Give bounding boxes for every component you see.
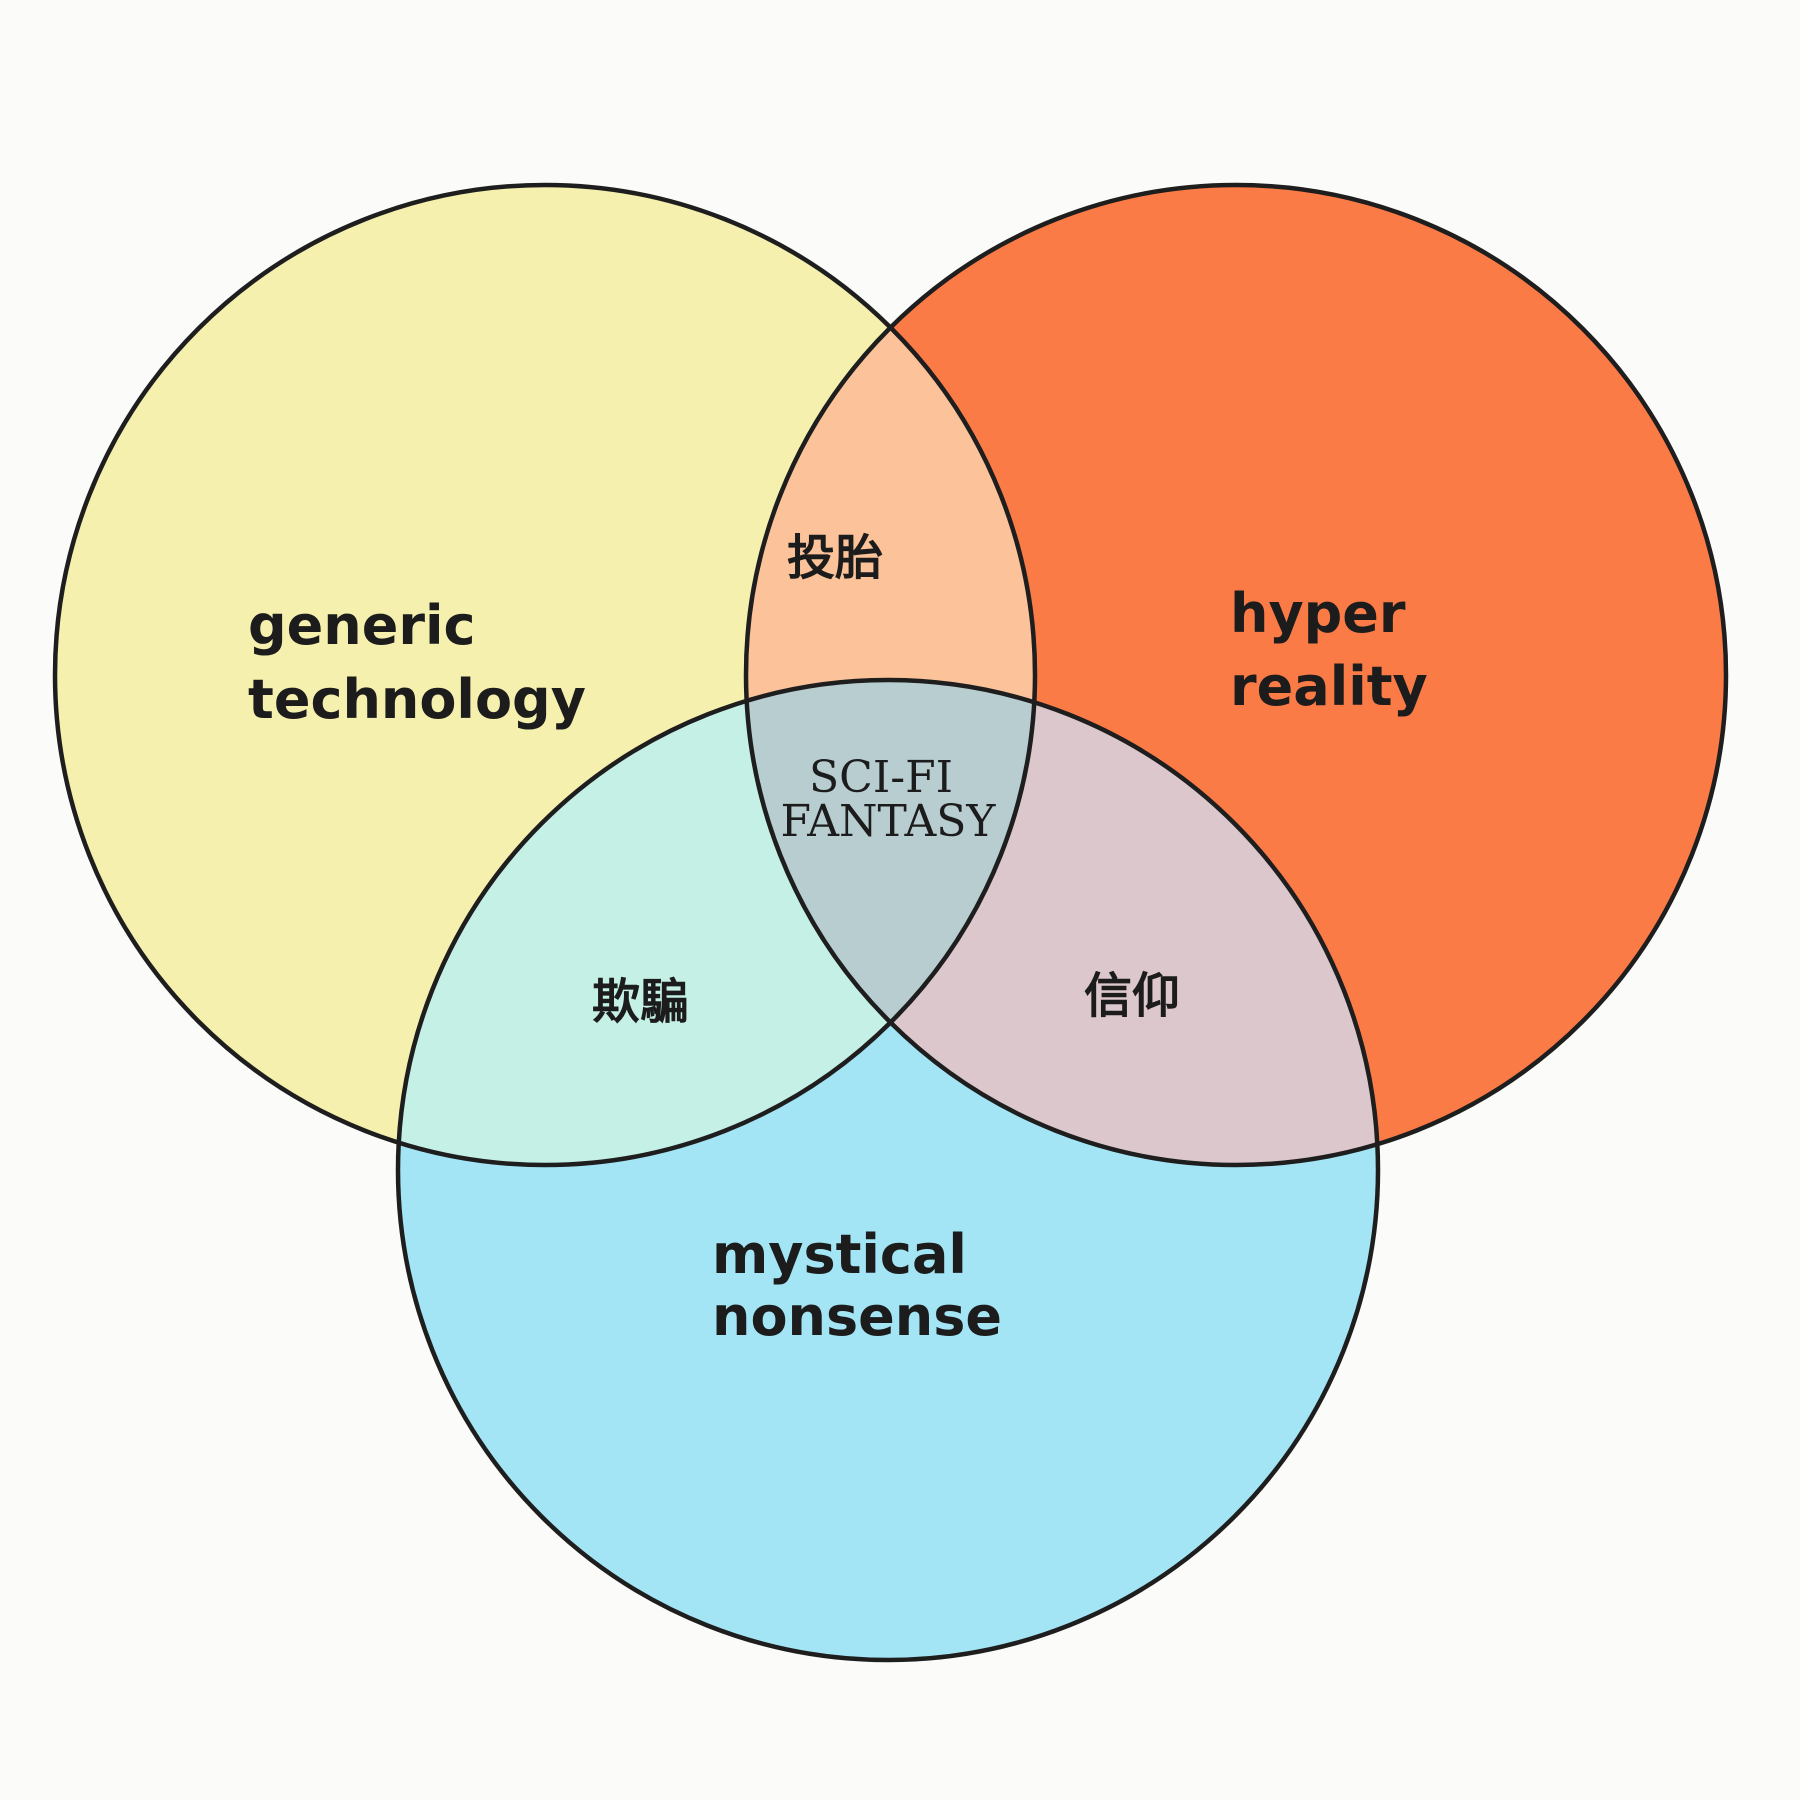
label-overlap-ab: 投胎	[787, 530, 883, 586]
label-mystical-nonsense: mystical nonsense	[712, 1223, 1002, 1348]
label-overlap-bc: 信仰	[1084, 968, 1180, 1024]
label-generic-technology: generic technology	[248, 594, 586, 731]
circle-outline-hyper-reality	[743, 182, 1729, 1168]
circle-outline-mystical-nonsense	[395, 677, 1381, 1663]
label-overlap-ac: 欺騙	[592, 974, 688, 1030]
circle-outline-generic-technology	[52, 182, 1038, 1168]
label-center: SCI-FI FANTASY	[781, 752, 997, 847]
label-hyper-reality: hyper reality	[1230, 582, 1428, 718]
